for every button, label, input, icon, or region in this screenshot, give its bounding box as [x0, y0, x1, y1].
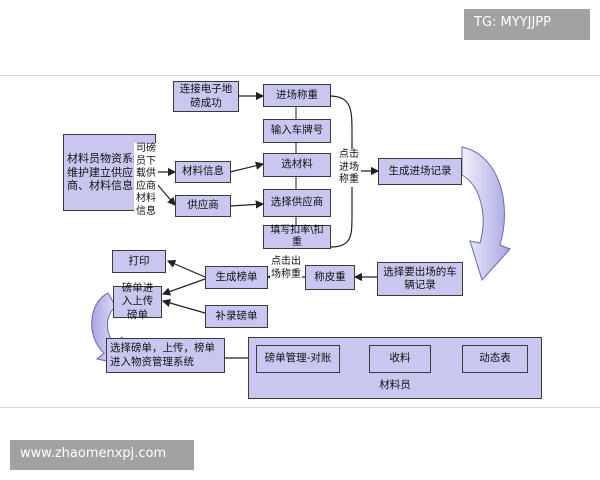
box-material-info: 材料信息	[175, 161, 231, 183]
label-click-exit-weigh: 点击出场称重	[270, 256, 302, 281]
box-dynamic-table: 动态表	[462, 345, 528, 373]
box-supplement-slip: 补录磅单	[205, 305, 268, 328]
watermark-bottom-left: www.zhaomenxpj.com	[10, 440, 194, 470]
box-weigh-slip-upload: 磅单进入上传磅单	[113, 282, 162, 321]
flowchart-canvas: 材料员物资系统维护建立供应商、材料信息 连接电子地磅成功 司磅员下载供应商材料信…	[0, 75, 600, 408]
label-driver-download: 司磅员下载供应商材料信息	[134, 143, 158, 218]
box-connect-scale: 连接电子地磅成功	[173, 81, 239, 112]
box-input-plate: 输入车牌号	[263, 119, 331, 143]
box-enter-weigh: 进场称重	[263, 84, 331, 107]
box-gen-weigh-slip: 生成榜单	[205, 266, 268, 289]
box-select-exit-record: 选择要出场的车辆记录	[377, 262, 463, 296]
box-select-supplier: 选择供应商	[263, 189, 331, 217]
box-print: 打印	[112, 250, 166, 273]
box-slip-management: 磅单管理-对账	[256, 345, 340, 373]
box-receive: 收料	[369, 345, 431, 373]
box-tare-weigh: 称皮重	[305, 265, 355, 290]
box-fill-deduct: 填写扣率\扣重	[263, 225, 331, 249]
box-select-material: 选材料	[263, 153, 331, 177]
watermark-top-right: TG: MYYJJPP	[464, 9, 590, 40]
box-gen-entry-record: 生成进场记录	[378, 158, 462, 185]
box-supplier: 供应商	[175, 195, 231, 217]
label-click-enter-weigh: 点击进场称重	[337, 149, 361, 187]
box-select-slip-upload: 选择磅单，上传，榜单进入物资管理系统	[106, 338, 225, 373]
curved-arrow-right	[461, 146, 511, 281]
